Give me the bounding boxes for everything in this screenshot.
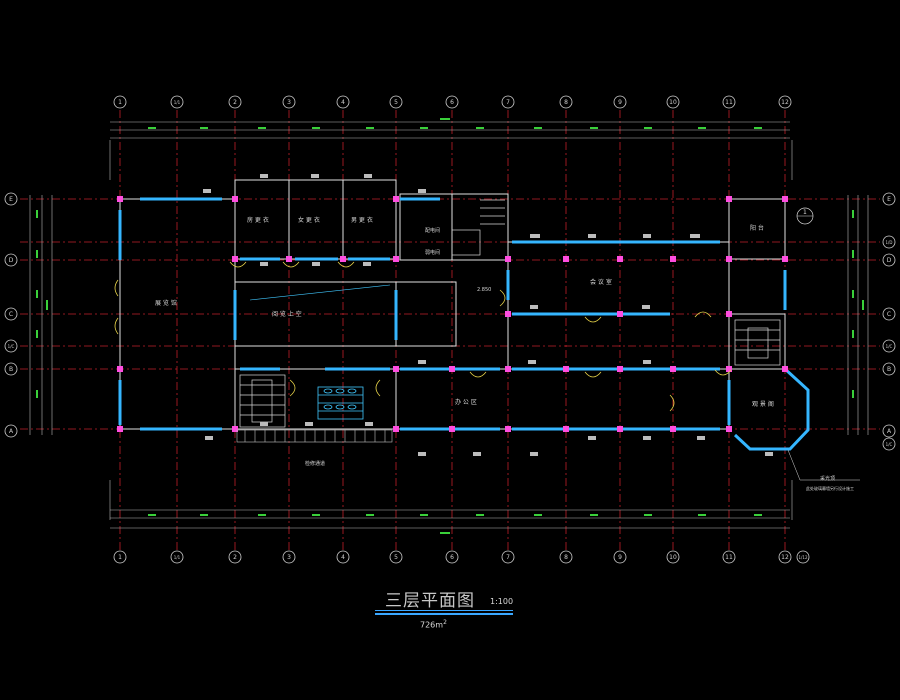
svg-text:1/1: 1/1 — [174, 100, 181, 105]
svg-text:6: 6 — [450, 554, 454, 561]
svg-text:E: E — [887, 196, 891, 203]
column-bubbles-bottom: 1 1/1 2 3 4 5 6 7 8 9 10 11 12 1/12 — [113, 550, 810, 564]
room-label-viewing: 观 景 阁 — [752, 400, 774, 408]
room-label-balcony: 阳 台 — [750, 224, 764, 232]
svg-text:8: 8 — [564, 99, 568, 106]
svg-text:9: 9 — [618, 99, 622, 106]
room-label-changing-1: 房 更 衣 — [247, 216, 269, 224]
svg-text:10: 10 — [669, 99, 677, 106]
dimension-lines — [29, 121, 869, 529]
door-swings — [114, 261, 732, 412]
room-label-reading-void: 阅 览 上 空 — [272, 310, 302, 318]
svg-text:1/C: 1/C — [8, 344, 15, 349]
svg-text:E: E — [9, 196, 13, 203]
elevation-mark: 2.850 — [477, 287, 491, 293]
svg-text:C: C — [887, 311, 891, 318]
title-underline-thick — [375, 613, 513, 615]
svg-text:7: 7 — [506, 99, 510, 106]
svg-text:B: B — [9, 366, 13, 373]
svg-text:2: 2 — [233, 554, 237, 561]
opening-label-tags — [203, 174, 773, 456]
balcony-note-1: 采光顶 — [820, 475, 835, 482]
svg-text:7: 7 — [506, 554, 510, 561]
svg-text:9: 9 — [618, 554, 622, 561]
svg-text:12: 12 — [781, 554, 789, 561]
floor-area: 726m2 — [420, 619, 447, 630]
svg-text:A: A — [887, 428, 892, 435]
svg-text:A: A — [9, 428, 14, 435]
svg-text:1/C: 1/C — [886, 442, 893, 447]
floor-area-unit: 2 — [443, 619, 447, 626]
room-label-meeting: 会 议 室 — [590, 278, 612, 286]
svg-text:12: 12 — [781, 99, 789, 106]
svg-text:11: 11 — [725, 554, 733, 561]
svg-text:D: D — [887, 257, 892, 264]
drawing-title: 三层平面图 — [385, 591, 475, 611]
svg-text:1/D: 1/D — [886, 240, 893, 245]
room-label-weak: 弱电间 — [425, 249, 440, 256]
svg-text:5: 5 — [394, 99, 398, 106]
row-bubbles-left: E D C 1/C B A — [4, 192, 18, 438]
dimension-text-marks — [36, 118, 864, 534]
svg-text:2: 2 — [233, 99, 237, 106]
svg-text:4: 4 — [341, 99, 345, 106]
column-axis-lines — [119, 110, 786, 550]
interior-walls — [119, 179, 786, 430]
svg-text:10: 10 — [669, 554, 677, 561]
exterior-windows — [118, 197, 810, 451]
svg-text:D: D — [9, 257, 14, 264]
svg-text:B: B — [887, 366, 891, 373]
svg-text:1/C: 1/C — [886, 344, 893, 349]
room-labels: 展 览 馆 房 更 衣 女 更 衣 男 更 衣 阅 览 上 空 办 公 区 会 … — [155, 216, 774, 408]
structural-columns — [117, 196, 788, 432]
room-label-changing-female: 女 更 衣 — [298, 216, 320, 224]
svg-text:3: 3 — [287, 99, 291, 106]
svg-text:1/1: 1/1 — [174, 555, 181, 560]
svg-text:6: 6 — [450, 99, 454, 106]
toilet-fixtures — [317, 386, 364, 420]
balcony-note-2: 此处玻璃幕墙另行设计施工 — [806, 485, 854, 491]
svg-text:3: 3 — [287, 554, 291, 561]
column-bubbles-top: 1 1/1 2 3 4 5 6 7 8 9 10 11 12 — [113, 95, 792, 109]
svg-text:4: 4 — [341, 554, 345, 561]
title-underline-thin — [375, 610, 513, 611]
svg-text:1: 1 — [118, 554, 122, 561]
svg-text:11: 11 — [725, 99, 733, 106]
svg-text:8: 8 — [564, 554, 568, 561]
room-label-office: 办 公 区 — [455, 398, 477, 406]
corridor-note: 检修通道 — [305, 460, 325, 467]
drawing-scale: 1:100 — [490, 597, 514, 606]
detail-ref: 1 — [803, 209, 807, 216]
floor-area-value: 726m — [420, 620, 444, 630]
svg-text:5: 5 — [394, 554, 398, 561]
corridor-hatch — [236, 429, 393, 443]
annotations: 2.850 采光顶 此处玻璃幕墙另行设计施工 检修通道 1 — [249, 207, 860, 491]
row-bubbles-right: E 1/D D C 1/C B A 1/C — [882, 192, 896, 451]
room-label-changing-male: 男 更 衣 — [351, 216, 373, 224]
svg-text:1: 1 — [118, 99, 122, 106]
stairs — [239, 199, 781, 428]
svg-text:1/12: 1/12 — [799, 555, 808, 560]
room-label-power: 配电间 — [425, 227, 440, 234]
room-label-exhibition: 展 览 馆 — [155, 299, 177, 307]
svg-text:C: C — [9, 311, 13, 318]
